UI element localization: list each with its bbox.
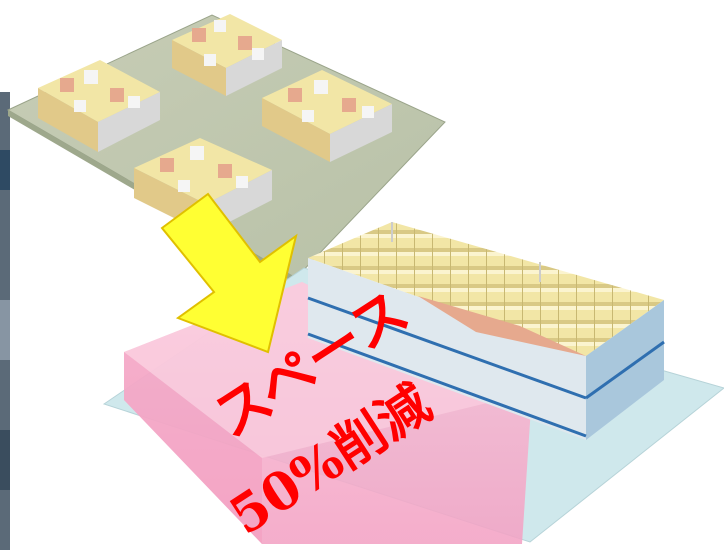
down-arrow [160,192,298,354]
left-edge-fragment [0,92,10,550]
box-cluster-right [262,70,392,162]
box-cluster-left [38,60,160,152]
box-cluster-top [172,14,282,96]
compact-rack [307,222,665,440]
